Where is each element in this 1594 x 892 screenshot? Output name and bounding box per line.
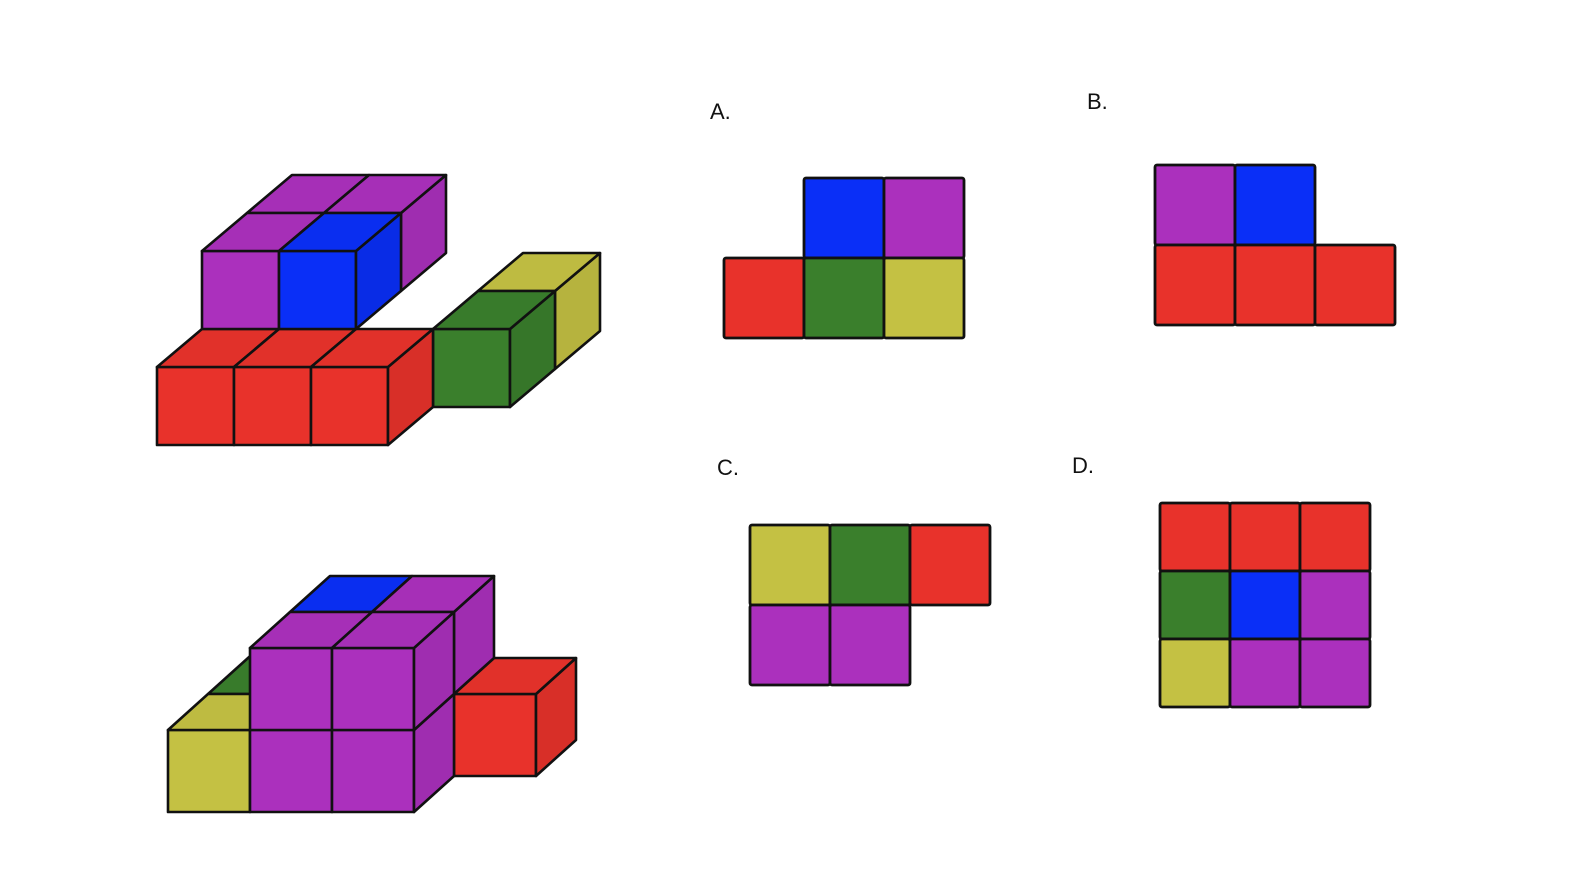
red-square bbox=[1233, 243, 1317, 327]
green-cube-top-face bbox=[431, 289, 557, 331]
blue-square bbox=[1233, 163, 1317, 247]
purple-square bbox=[882, 176, 966, 260]
purple-cube-front-face bbox=[248, 646, 334, 732]
blue-square bbox=[802, 176, 886, 260]
red-cube-top-face bbox=[309, 327, 435, 369]
red-square bbox=[1153, 243, 1237, 327]
red-square bbox=[1298, 501, 1372, 573]
purple-cube-top-face bbox=[330, 610, 456, 650]
purple-cube-front-face bbox=[330, 646, 416, 732]
green-square bbox=[802, 256, 886, 340]
green-cube-front-face bbox=[431, 327, 512, 409]
option-c-label: C. bbox=[717, 455, 739, 480]
red-cube-front-face bbox=[155, 365, 236, 447]
green-square bbox=[1158, 569, 1232, 641]
blue-cube-front-face bbox=[277, 249, 358, 331]
red-square bbox=[908, 523, 992, 607]
blue-cube-top-face bbox=[277, 211, 403, 253]
solid-view-1 bbox=[155, 173, 602, 447]
red-cube-front-face bbox=[232, 365, 313, 447]
yellow-square bbox=[748, 523, 832, 607]
option-d-label: D. bbox=[1072, 453, 1094, 478]
blue-square bbox=[1228, 569, 1302, 641]
option-a-grid[interactable] bbox=[722, 176, 966, 340]
purple-square bbox=[1228, 637, 1302, 709]
red-square bbox=[1228, 501, 1302, 573]
option-d-grid[interactable] bbox=[1158, 501, 1372, 709]
red-square bbox=[722, 256, 806, 340]
purple-square bbox=[1298, 637, 1372, 709]
purple-cube-front-face bbox=[248, 728, 334, 814]
yellow-square bbox=[882, 256, 966, 340]
purple-square bbox=[1153, 163, 1237, 247]
option-c-grid[interactable] bbox=[748, 523, 992, 687]
option-b-label: B. bbox=[1087, 89, 1108, 114]
red-cube-front-face bbox=[452, 692, 538, 778]
yellow-square bbox=[1158, 637, 1232, 709]
red-square bbox=[1158, 501, 1232, 573]
option-a-label: A. bbox=[710, 99, 731, 124]
purple-square bbox=[1298, 569, 1372, 641]
option-b-grid[interactable] bbox=[1153, 163, 1397, 327]
purple-cube-front-face bbox=[330, 728, 416, 814]
purple-square bbox=[748, 603, 832, 687]
green-square bbox=[828, 523, 912, 607]
red-cube-front-face bbox=[309, 365, 390, 447]
red-square bbox=[1313, 243, 1397, 327]
solid-view-2 bbox=[166, 574, 578, 814]
purple-square bbox=[828, 603, 912, 687]
yellow-cube-front-face bbox=[166, 728, 252, 814]
purple-cube-front-face bbox=[200, 249, 281, 331]
